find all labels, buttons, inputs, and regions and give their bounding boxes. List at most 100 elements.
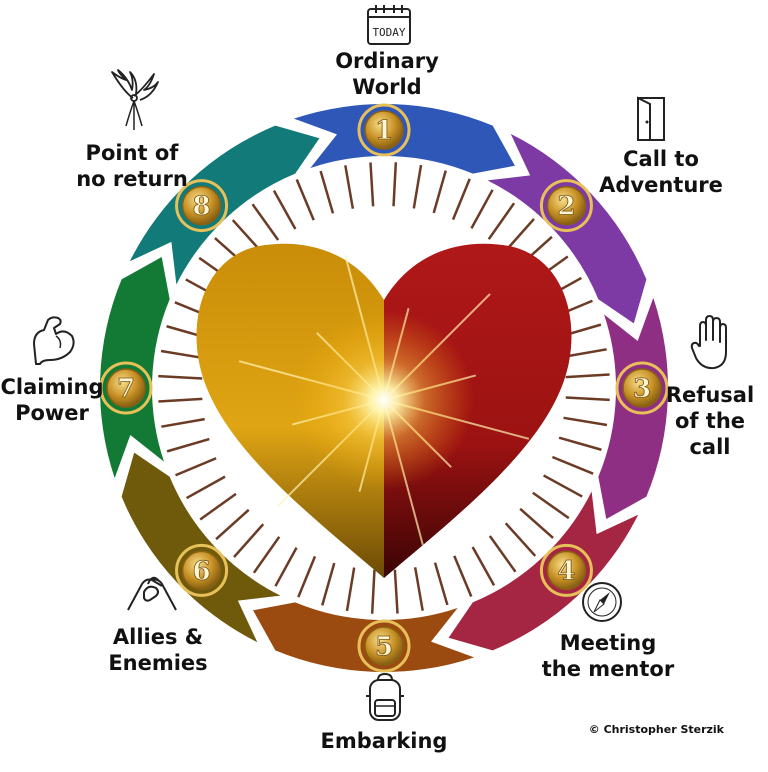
wheel-tick [471, 546, 496, 586]
wheel-tick [319, 170, 335, 214]
wheel-tick [158, 397, 203, 403]
wheel-tick [451, 178, 471, 221]
credit-text: © Christopher Sterzik [588, 723, 724, 736]
wheel-tick [433, 562, 449, 606]
label-line: call [689, 435, 731, 459]
stage-number: 2 [557, 192, 575, 222]
wheel-tick [558, 436, 602, 451]
wheel-tick [563, 348, 607, 359]
medallion-disc [622, 368, 662, 408]
wheel-tick [295, 179, 315, 221]
stage-number: 4 [557, 556, 575, 586]
medallion-ring [539, 543, 593, 597]
wheel-tick [344, 165, 355, 209]
wheel-tick [215, 508, 250, 541]
wheel-tick [563, 416, 608, 427]
medallion-ring [99, 361, 153, 415]
wheel-tick [370, 569, 376, 614]
wheel-tick [488, 535, 517, 573]
wheel-tick [565, 396, 610, 402]
label-line: Ordinary [335, 49, 439, 73]
stage-label-call-to-adventure: Call to Adventure [596, 146, 726, 198]
wheel-segment-3 [598, 297, 668, 519]
wheel-tick [551, 455, 594, 475]
wheel-tick [487, 202, 516, 240]
stage-label-meeting-the-mentor: Meeting the mentor [538, 630, 678, 682]
label-line: Refusal [665, 383, 755, 407]
wheel-tick [272, 190, 297, 230]
raised-hand-icon [690, 315, 727, 370]
medallion-ring [175, 543, 229, 597]
wheel-tick [233, 523, 265, 558]
calendar-text: TODAY [372, 26, 405, 39]
label-line: Adventure [599, 173, 723, 197]
label-line: no return [76, 167, 188, 191]
stage-medallion-8: 8 [175, 179, 229, 233]
flexed-arm-icon [33, 316, 75, 365]
wheel-tick [274, 547, 298, 587]
wheel-tick [412, 164, 423, 209]
label-line: Power [15, 401, 89, 425]
stage-medallion-4: 4 [539, 543, 593, 597]
heart-glow [294, 310, 474, 490]
wheel-segment-7 [99, 257, 170, 479]
stage-medallion-7: 7 [99, 361, 153, 415]
medallion-ring [357, 619, 411, 673]
wheel-tick [160, 349, 205, 360]
wheel-tick [251, 203, 280, 241]
wheel-tick [199, 492, 237, 521]
label-line: Claiming [0, 375, 104, 399]
medallion-disc [546, 550, 587, 591]
wheel-tick [432, 170, 447, 214]
wheel-tick [543, 474, 583, 498]
stage-label-embarking: Embarking [316, 728, 452, 754]
wheel-segment-6 [121, 452, 281, 643]
wheel-tick [470, 189, 494, 229]
stage-label-claiming-power: Claiming Power [0, 374, 104, 426]
medallion-ring [539, 179, 593, 233]
label-line: Embarking [320, 729, 448, 753]
wheel-tick [161, 417, 205, 428]
stage-medallion-3: 3 [615, 361, 669, 415]
wheel-tick [186, 475, 226, 500]
wheel-tick [532, 491, 570, 520]
open-door-icon [637, 96, 665, 141]
label-line: Enemies [108, 651, 208, 675]
wheel-tick [504, 522, 537, 557]
wheel-tick [519, 507, 554, 539]
wheel-segment-4 [448, 491, 639, 651]
stage-medallion-1: 1 [357, 103, 411, 157]
stage-medallion-6: 6 [175, 543, 229, 597]
medallion-ring [615, 361, 669, 415]
medallion-disc [364, 110, 404, 150]
stage-label-point-of-no-return: Point of no return [76, 140, 188, 192]
calendar-today-icon: TODAY [367, 5, 411, 45]
wheel-segment-1 [293, 103, 515, 174]
wheel-tick [252, 536, 281, 574]
handshake-icon [127, 576, 177, 611]
medallion-disc [546, 185, 587, 226]
wheel-tick [345, 567, 356, 612]
wheel-tick [453, 555, 473, 597]
wheel-tick [392, 162, 398, 207]
stage-label-allies-and-enemies: Allies & Enemies [96, 624, 220, 676]
medallion-disc [181, 185, 222, 226]
wheel-tick [158, 374, 203, 380]
stage-number: 7 [117, 374, 135, 404]
stage-number: 5 [375, 632, 393, 662]
medallion-disc [181, 550, 222, 591]
wheel-tick [321, 562, 336, 606]
label-line: of the [674, 409, 746, 433]
phoenix-icon [111, 69, 159, 130]
label-line: the mentor [541, 657, 675, 681]
stage-label-ordinary-world: Ordinary World [322, 48, 452, 100]
compass-icon [582, 582, 622, 622]
wheel-tick [175, 457, 217, 477]
stage-number: 8 [193, 192, 211, 222]
stage-label-refusal-of-the-call: Refusal of the call [660, 382, 760, 460]
wheel-tick [413, 567, 424, 611]
label-line: Point of [85, 141, 179, 165]
label-line: Call to [623, 147, 699, 171]
